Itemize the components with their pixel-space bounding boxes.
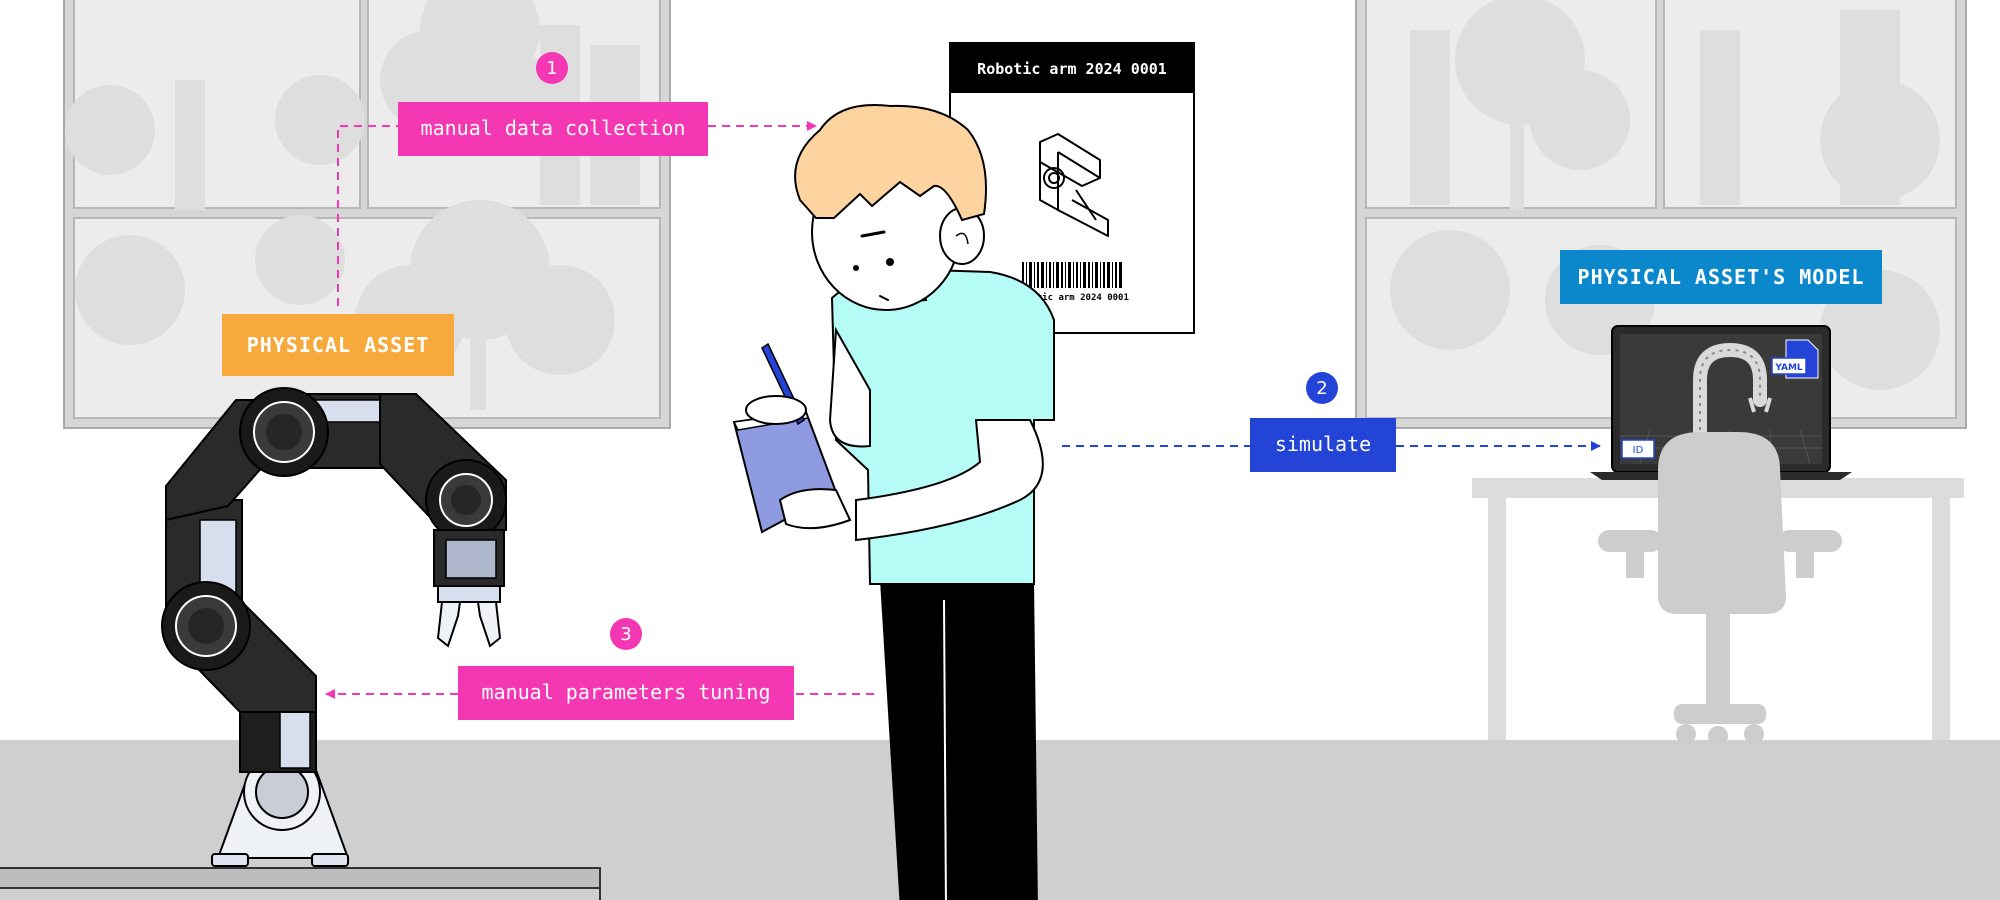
- step3-number: 3: [620, 624, 631, 645]
- person: [732, 104, 1055, 900]
- table: [0, 867, 601, 900]
- yaml-tag: YAML: [1774, 363, 1803, 373]
- physical-asset-model-label-text: PHYSICAL ASSET'S MODEL: [1578, 265, 1865, 289]
- step1-number: 1: [546, 58, 557, 79]
- physical-asset-label: PHYSICAL ASSET: [222, 314, 454, 376]
- id-tag: ID: [1633, 445, 1644, 456]
- physical-asset-model-label: PHYSICAL ASSET'S MODEL: [1560, 250, 1882, 304]
- physical-asset-label-text: PHYSICAL ASSET: [247, 333, 430, 357]
- gripper-sketch-icon: [1039, 133, 1109, 237]
- step1-badge: 1: [536, 52, 568, 84]
- step2-number: 2: [1316, 378, 1327, 399]
- step1-label: manual data collection: [398, 102, 708, 156]
- step3-label-text: manual parameters tuning: [482, 680, 771, 704]
- office-chair: [1598, 432, 1842, 746]
- step3-badge: 3: [610, 618, 642, 650]
- barcode-caption: robotic arm 2024 0001: [1015, 292, 1129, 303]
- step2-label-text: simulate: [1275, 432, 1371, 456]
- connectors: [325, 121, 1601, 699]
- step2-label: simulate: [1250, 418, 1396, 472]
- step3-label: manual parameters tuning: [458, 666, 794, 720]
- barcode: [1022, 262, 1122, 288]
- step1-label-text: manual data collection: [421, 116, 686, 140]
- step2-badge: 2: [1306, 372, 1338, 404]
- poster-title: Robotic arm 2024 0001: [977, 60, 1167, 78]
- robotic-arm: [161, 387, 507, 867]
